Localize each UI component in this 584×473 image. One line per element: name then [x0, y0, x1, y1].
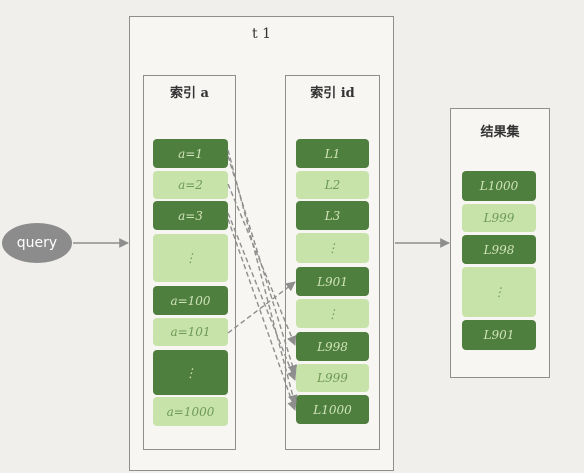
- result-cell: ⋮: [462, 267, 536, 317]
- index-id-cell: L999: [296, 364, 369, 392]
- index-a-cell: ⋮: [153, 350, 228, 395]
- query-node: query: [2, 223, 72, 263]
- index-a-cell: a=100: [153, 286, 228, 315]
- index-a-title: 索引 a: [170, 86, 209, 101]
- result-cell: L901: [462, 320, 536, 350]
- result-cell: L1000: [462, 171, 536, 201]
- index-id-cell: L2: [296, 171, 369, 199]
- index-id-title: 索引 id: [310, 86, 355, 101]
- result-cell: L999: [462, 204, 536, 232]
- index-a-cell: a=3: [153, 201, 228, 230]
- index-a-cell: a=1: [153, 139, 228, 168]
- index-id-cell: ⋮: [296, 299, 369, 328]
- table-t1-title: t 1: [252, 26, 271, 42]
- index-a-cell: a=2: [153, 171, 228, 199]
- result-cell: L998: [462, 235, 536, 264]
- index-a-cell: a=101: [153, 318, 228, 346]
- index-id-cell: L1000: [296, 395, 369, 424]
- result-set-title: 结果集: [480, 125, 520, 140]
- index-a-cell: ⋮: [153, 234, 228, 282]
- index-id-cell: L1: [296, 139, 369, 168]
- index-id-cell: L3: [296, 201, 369, 230]
- index-id-cell: ⋮: [296, 233, 369, 263]
- index-a-cell: a=1000: [153, 397, 228, 426]
- index-id-cell: L901: [296, 267, 369, 296]
- index-id-cell: L998: [296, 332, 369, 361]
